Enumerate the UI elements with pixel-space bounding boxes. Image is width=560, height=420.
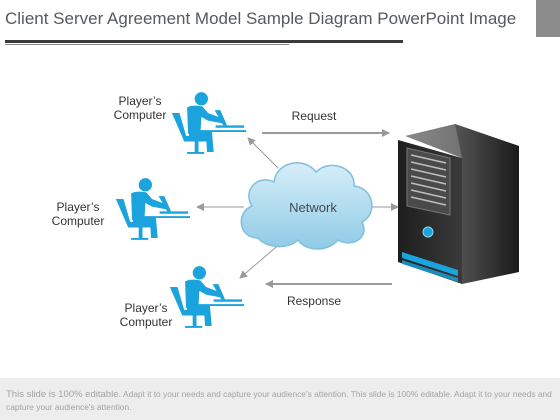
request-label: Request: [291, 109, 337, 123]
arrow-network-to-client-top: [247, 137, 279, 169]
arrow-network-to-client-bottom: [239, 241, 283, 279]
title-underline-light: [5, 44, 289, 45]
footer-bar: This slide is 100% editable. Adapt it to…: [0, 378, 560, 420]
footer-text-rest: Adapt it to your needs and capture your …: [6, 389, 552, 412]
corner-decoration: [536, 0, 560, 37]
client-server-diagram: [115, 92, 519, 328]
client-label-top: Player’s Computer: [110, 94, 170, 122]
person-at-computer-icon: [115, 178, 190, 240]
client-label-line2: Computer: [51, 214, 105, 228]
person-at-computer-icon: [171, 92, 246, 154]
title-underline-dark: [5, 40, 403, 43]
client-label-line2: Computer: [113, 108, 167, 122]
footer-text: This slide is 100% editable. Adapt it to…: [6, 388, 556, 413]
cloud-icon: [240, 162, 373, 250]
client-label-line1: Player’s: [124, 301, 168, 315]
page-title: Client Server Agreement Model Sample Dia…: [5, 9, 517, 28]
client-label-line1: Player’s: [56, 200, 100, 214]
client-label-line2: Computer: [119, 315, 173, 329]
server-tower-icon: [398, 124, 519, 284]
client-label-line1: Player’s: [118, 94, 162, 108]
response-label: Response: [286, 294, 342, 308]
client-label-middle: Player’s Computer: [48, 200, 108, 228]
footer-text-prefix: This slide is 100% editable.: [6, 389, 122, 400]
client-label-bottom: Player’s Computer: [116, 301, 176, 329]
person-at-computer-icon: [169, 266, 244, 328]
network-label: Network: [289, 200, 337, 215]
